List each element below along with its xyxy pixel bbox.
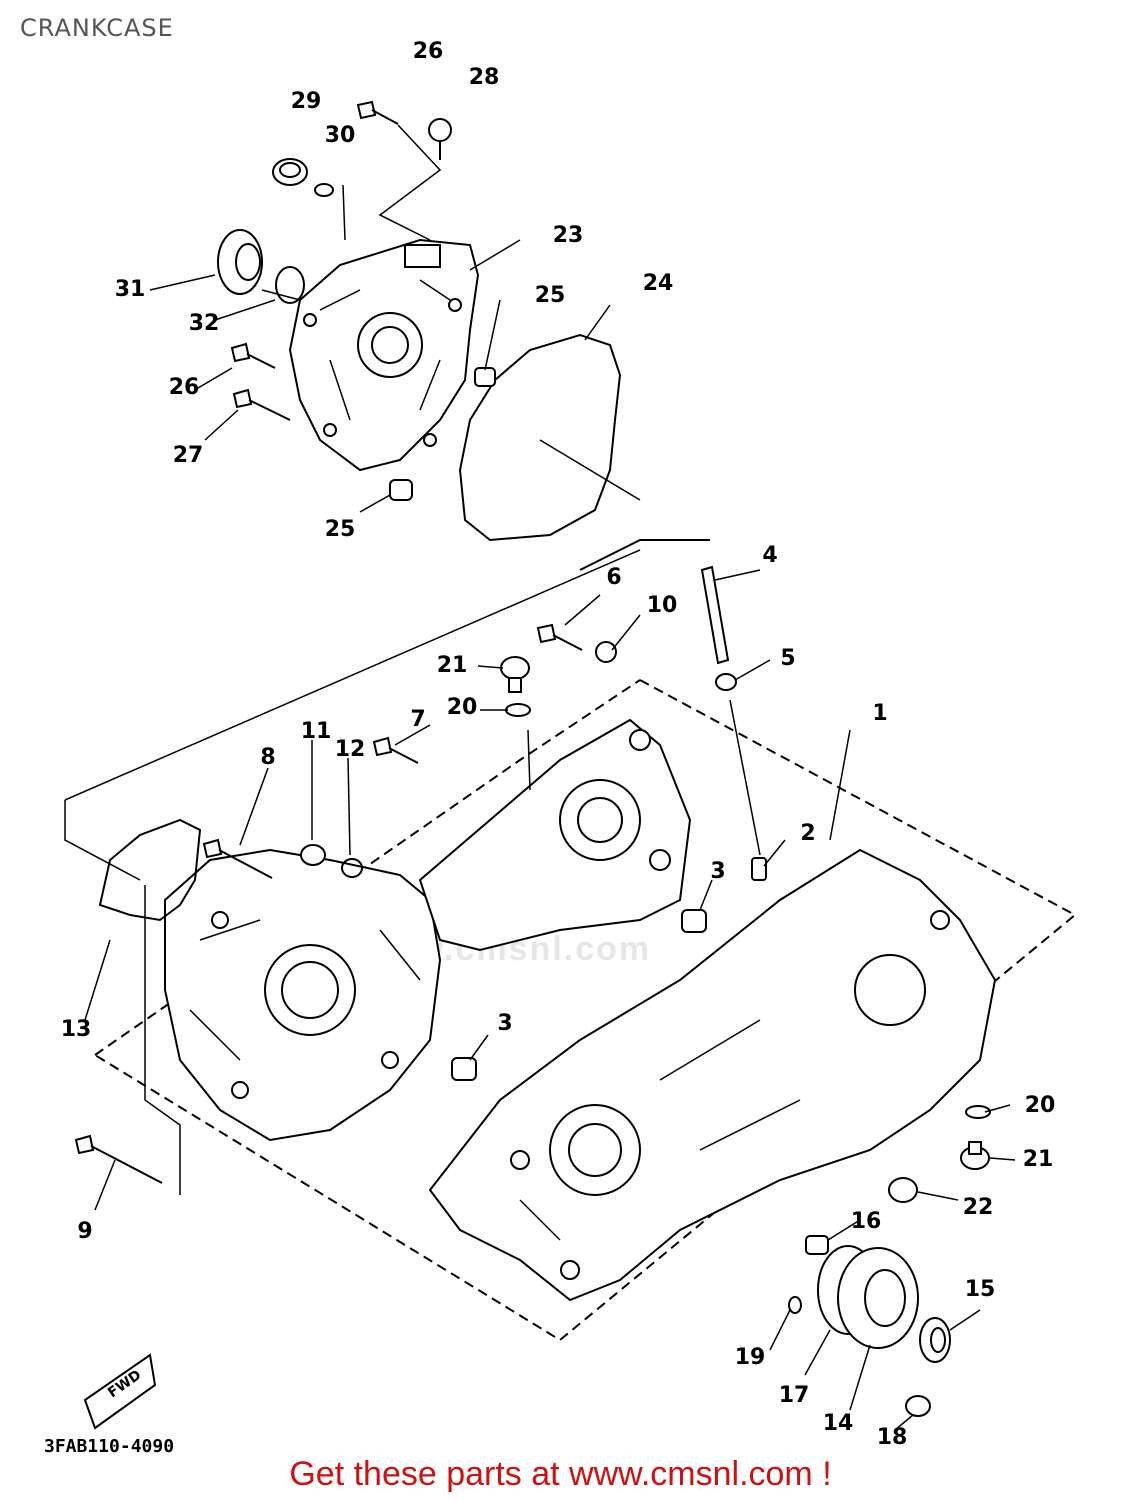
callout-23[interactable]: 23 bbox=[553, 223, 584, 248]
crankcase-cover-23[interactable] bbox=[288, 238, 480, 472]
clamp-28[interactable] bbox=[428, 118, 452, 160]
dowel-25a[interactable] bbox=[474, 367, 496, 387]
callout-20[interactable]: 20 bbox=[447, 695, 478, 720]
fitting-2[interactable] bbox=[751, 857, 767, 881]
bolt-18[interactable] bbox=[905, 1395, 931, 1417]
callout-21[interactable]: 21 bbox=[437, 653, 468, 678]
callout-28[interactable]: 28 bbox=[469, 65, 500, 90]
callout-32[interactable]: 32 bbox=[189, 311, 220, 336]
washer-20a[interactable] bbox=[505, 703, 531, 717]
pipe-4[interactable] bbox=[579, 539, 730, 665]
plug-21b[interactable] bbox=[960, 1141, 990, 1170]
callout-26[interactable]: 26 bbox=[169, 375, 200, 400]
footer-link-text[interactable]: Get these parts at www.cmsnl.com ! bbox=[0, 1455, 1121, 1494]
seal-22[interactable] bbox=[888, 1177, 918, 1203]
oil-seal-15[interactable] bbox=[919, 1317, 951, 1363]
callout-21[interactable]: 21 bbox=[1023, 1147, 1054, 1172]
bearing-housing-14[interactable] bbox=[837, 1247, 919, 1349]
callout-15[interactable]: 15 bbox=[965, 1277, 996, 1302]
gasket-24[interactable] bbox=[458, 333, 641, 542]
washer-12[interactable] bbox=[341, 858, 363, 878]
callout-3[interactable]: 3 bbox=[497, 1011, 512, 1036]
o-ring-30[interactable] bbox=[314, 183, 334, 197]
callout-29[interactable]: 29 bbox=[291, 89, 322, 114]
clip-5[interactable] bbox=[715, 673, 737, 691]
footer-text[interactable]: Get these parts at www.cmsnl.com ! bbox=[289, 1455, 832, 1493]
callout-24[interactable]: 24 bbox=[643, 271, 674, 296]
callout-25[interactable]: 25 bbox=[325, 517, 356, 542]
callout-26[interactable]: 26 bbox=[413, 39, 444, 64]
callout-8[interactable]: 8 bbox=[260, 745, 275, 770]
fwd-arrow-icon: FWD bbox=[83, 1353, 157, 1430]
o-ring-19[interactable] bbox=[788, 1296, 802, 1314]
callout-20[interactable]: 20 bbox=[1025, 1093, 1056, 1118]
callout-31[interactable]: 31 bbox=[115, 277, 146, 302]
bolt-9[interactable] bbox=[74, 1134, 163, 1184]
o-ring-32[interactable] bbox=[275, 266, 305, 304]
callout-27[interactable]: 27 bbox=[173, 443, 204, 468]
callout-6[interactable]: 6 bbox=[606, 565, 621, 590]
bolt-26a[interactable] bbox=[356, 100, 399, 125]
bolt-8[interactable] bbox=[202, 838, 273, 879]
callout-22[interactable]: 22 bbox=[963, 1195, 994, 1220]
plug-21a[interactable] bbox=[500, 656, 530, 693]
callout-19[interactable]: 19 bbox=[735, 1345, 766, 1370]
bolt-7[interactable] bbox=[372, 736, 419, 764]
bolt-6[interactable] bbox=[536, 623, 583, 651]
callout-1[interactable]: 1 bbox=[872, 701, 887, 726]
callout-7[interactable]: 7 bbox=[410, 707, 425, 732]
callout-4[interactable]: 4 bbox=[762, 543, 777, 568]
dowel-3a[interactable] bbox=[681, 909, 707, 933]
callout-9[interactable]: 9 bbox=[77, 1219, 92, 1244]
page-title: CRANKCASE bbox=[20, 14, 174, 42]
callout-14[interactable]: 14 bbox=[823, 1411, 854, 1436]
callout-5[interactable]: 5 bbox=[780, 646, 795, 671]
diagram-code: 3FAB110-4090 bbox=[44, 1436, 175, 1457]
gasket-13[interactable] bbox=[98, 818, 202, 922]
callout-labels: 1233456789101112131415161718192020212122… bbox=[61, 39, 1056, 1450]
dowel-3b[interactable] bbox=[451, 1057, 477, 1081]
callout-2[interactable]: 2 bbox=[800, 821, 815, 846]
clamp-10[interactable] bbox=[595, 641, 617, 663]
crankcase-left[interactable] bbox=[164, 848, 442, 1142]
dowel-25b[interactable] bbox=[389, 479, 413, 501]
bolt-26b[interactable] bbox=[230, 342, 276, 369]
oil-seal-31[interactable] bbox=[217, 229, 263, 295]
callout-3[interactable]: 3 bbox=[710, 859, 725, 884]
crankcase-right-upper[interactable] bbox=[418, 718, 692, 952]
callout-16[interactable]: 16 bbox=[851, 1209, 882, 1234]
callout-25[interactable]: 25 bbox=[535, 283, 566, 308]
callout-17[interactable]: 17 bbox=[779, 1383, 810, 1408]
callout-12[interactable]: 12 bbox=[335, 737, 366, 762]
dowel-16[interactable] bbox=[805, 1235, 829, 1255]
callout-13[interactable]: 13 bbox=[61, 1017, 92, 1042]
washer-20b[interactable] bbox=[965, 1105, 991, 1119]
callout-10[interactable]: 10 bbox=[647, 593, 678, 618]
callout-30[interactable]: 30 bbox=[325, 123, 356, 148]
crankcase-right[interactable] bbox=[428, 848, 997, 1302]
callout-18[interactable]: 18 bbox=[877, 1425, 908, 1450]
cap-29[interactable] bbox=[272, 158, 308, 186]
callout-11[interactable]: 11 bbox=[301, 719, 332, 744]
bolt-11[interactable] bbox=[300, 844, 326, 866]
bolt-27[interactable] bbox=[232, 388, 291, 421]
